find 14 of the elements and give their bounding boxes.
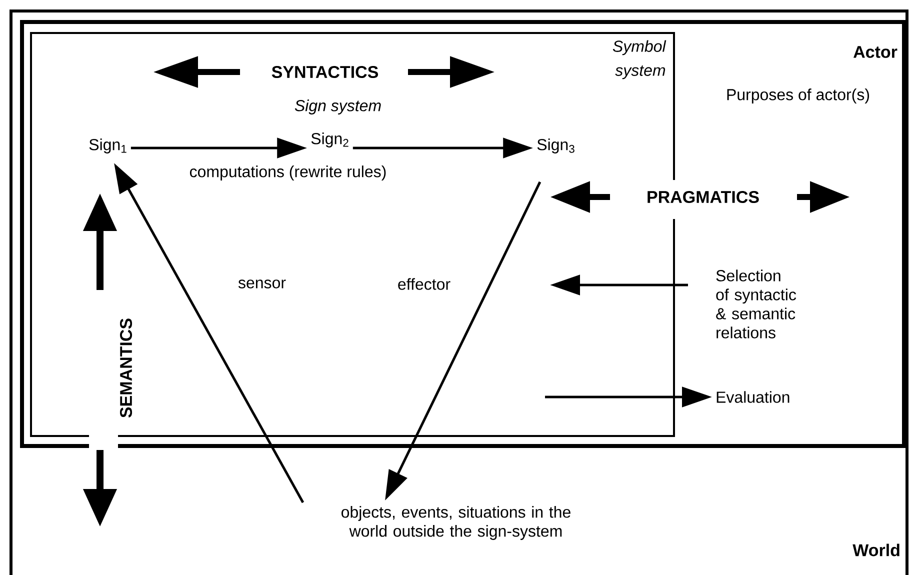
annotation-text: sensor bbox=[238, 280, 286, 288]
sign-label: Sign$_{2}$ bbox=[311, 132, 348, 148]
dimension-label: PRAGMATICS bbox=[648, 190, 759, 204]
sign-label: Sign$_{3}$ bbox=[537, 138, 574, 154]
dimension-label: SEMANTICS bbox=[120, 318, 132, 418]
annotation-text: effector bbox=[398, 278, 450, 290]
dimension-label: SYNTACTICS bbox=[272, 66, 378, 78]
world-text: objects, events, situations in the world outside the sign-system bbox=[342, 506, 570, 540]
relation-text: Selection of syntactic & semantic relations bbox=[716, 270, 796, 338]
annotation-text: computations (rewrite rules) bbox=[190, 166, 386, 180]
system-label: Sign system bbox=[294, 100, 381, 114]
sign-label: Sign$_{1}$ bbox=[89, 138, 126, 154]
evaluation-text: Evaluation bbox=[716, 391, 790, 403]
annotation-text: Purposes of actor(s) bbox=[727, 88, 869, 104]
